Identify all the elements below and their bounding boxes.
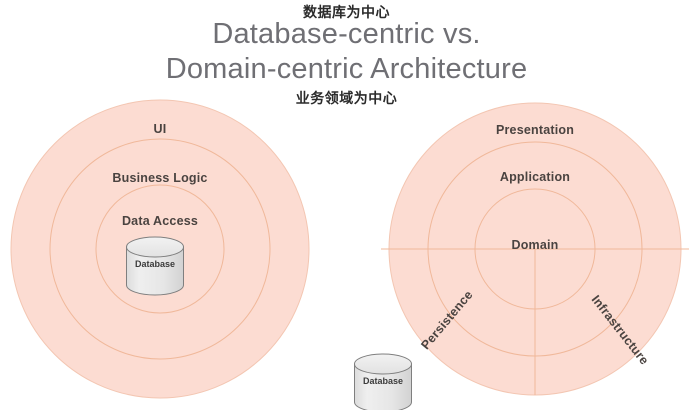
cylinder-top <box>126 236 184 258</box>
right-ring-label-presentation: Presentation <box>495 123 575 137</box>
cylinder-body <box>126 246 184 296</box>
left-ring-label-business-logic: Business Logic <box>112 171 208 185</box>
right-ring-label-application: Application <box>499 170 571 184</box>
annotation-domain-centric-cn: 业务领域为中心 <box>295 91 398 107</box>
cylinder-top <box>354 353 412 375</box>
annotation-database-centric-cn: 数据库为中心 <box>303 5 390 21</box>
page-title: Database-centric vs. Domain-centric Arch… <box>165 18 528 86</box>
left-ring-label-data-access: Data Access <box>121 214 199 228</box>
left-ring-label-ui: UI <box>153 122 167 136</box>
bottom-database-label: Database <box>362 376 404 386</box>
right-diagram-rings <box>381 102 689 396</box>
right-ring-label-domain: Domain <box>511 238 559 252</box>
left-database-label: Database <box>134 259 176 269</box>
bottom-database-cylinder <box>354 353 412 410</box>
left-database-cylinder <box>126 236 184 296</box>
cylinder-body <box>354 363 412 410</box>
